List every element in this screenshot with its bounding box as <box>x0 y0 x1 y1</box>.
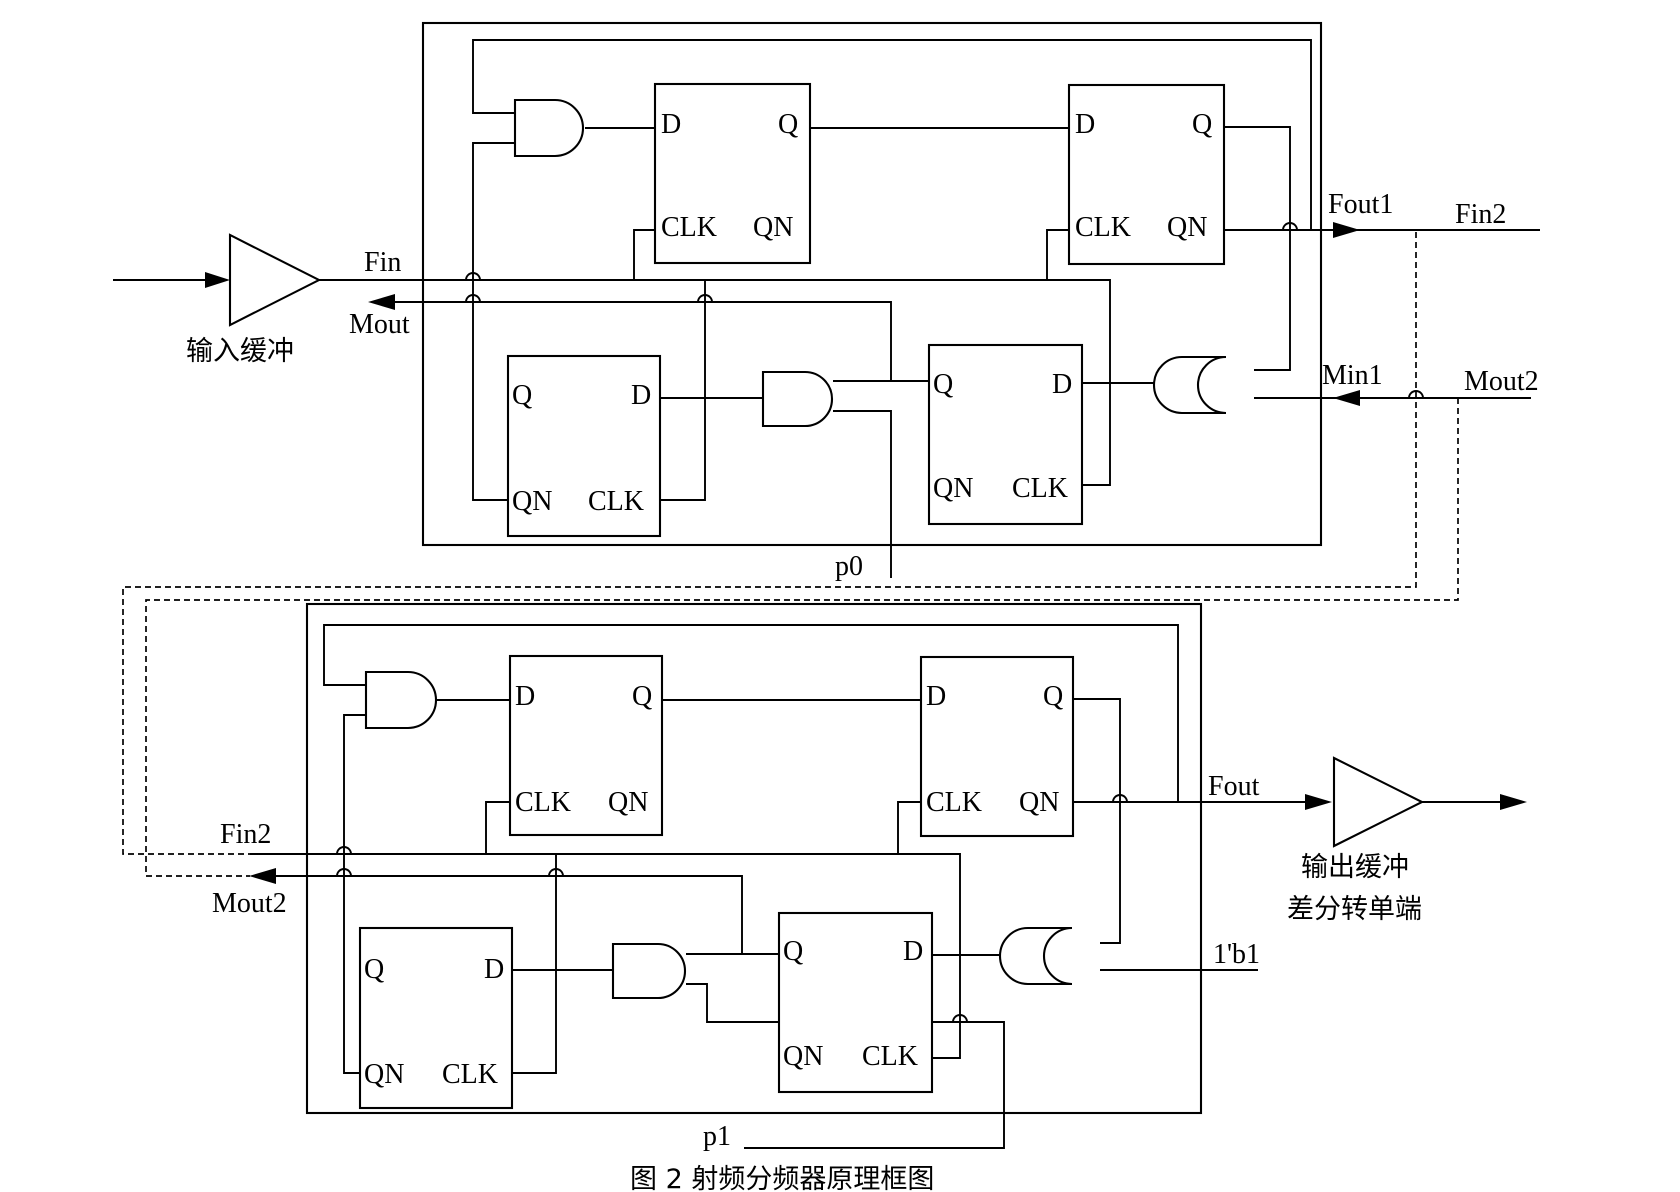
flipflop-top-2: D Q CLK QN <box>1067 83 1226 266</box>
divider-stage-top: D Q CLK QN D Q CLK QN Q D QN CLK Q D QN … <box>319 21 1540 582</box>
label-output-buffer: 输出缓冲 <box>1301 852 1409 883</box>
ff-clk-pin: CLK <box>588 486 644 517</box>
ff-qn-pin: QN <box>364 1059 404 1090</box>
ff-q-pin: Q <box>364 954 384 985</box>
fout-arrow <box>1305 794 1332 810</box>
and-gate-bottom-middle <box>611 942 687 1000</box>
ff-q-pin: Q <box>783 936 803 967</box>
and-gate-middle <box>761 370 834 428</box>
figure-caption: 图 2 射频分频器原理框图 <box>630 1164 934 1192</box>
stage-bottom-frame <box>305 602 1203 1115</box>
and-gate-right <box>1152 355 1227 415</box>
label-mout: Mout <box>349 309 410 340</box>
label-input-buffer: 输入缓冲 <box>186 336 294 367</box>
ff-d-pin: D <box>661 109 681 140</box>
ff-clk-pin: CLK <box>442 1059 498 1090</box>
ff-clk-pin: CLK <box>926 787 982 818</box>
ff-q-pin: Q <box>933 369 953 400</box>
stage-top-wires <box>319 39 1540 578</box>
label-1b1: 1'b1 <box>1213 939 1260 970</box>
divider-stage-bottom: D Q CLK QN D Q CLK QN Q D QN CLK Q D QN … <box>212 602 1332 1152</box>
label-min1: Min1 <box>1322 360 1383 391</box>
flipflop-bottom-1: D Q CLK QN <box>508 654 664 837</box>
ff-q-pin: Q <box>1043 681 1063 712</box>
label-fin: Fin <box>364 247 401 278</box>
ff-d-pin: D <box>1075 109 1095 140</box>
stage-top-frame <box>421 21 1323 547</box>
label-fin2-bottom: Fin2 <box>220 819 271 850</box>
and-gate-bottom-right <box>998 926 1073 986</box>
ff-q-pin: Q <box>632 681 652 712</box>
label-fout1: Fout1 <box>1328 189 1393 220</box>
ff-q-pin: Q <box>512 380 532 411</box>
ff-d-pin: D <box>484 954 504 985</box>
flipflop-bottom-4: Q D QN CLK <box>777 911 934 1094</box>
ff-q-pin: Q <box>1192 109 1212 140</box>
dashed-links <box>122 232 1459 877</box>
ff-d-pin: D <box>903 936 923 967</box>
flipflop-top-3: Q D QN CLK <box>506 354 662 538</box>
ff-clk-pin: CLK <box>515 787 571 818</box>
input-buffer: 输入缓冲 <box>113 233 322 367</box>
ff-d-pin: D <box>515 681 535 712</box>
ff-clk-pin: CLK <box>862 1041 918 1072</box>
mout-arrow <box>368 294 395 310</box>
label-fin2-top: Fin2 <box>1455 199 1506 230</box>
and-gate-top-left <box>513 98 585 158</box>
ff-qn-pin: QN <box>1019 787 1059 818</box>
ff-q-pin: Q <box>778 109 798 140</box>
ff-qn-pin: QN <box>933 473 973 504</box>
ff-qn-pin: QN <box>1167 212 1207 243</box>
ff-clk-pin: CLK <box>1012 473 1068 504</box>
label-p0: p0 <box>835 551 863 582</box>
flipflop-top-1: D Q CLK QN <box>653 82 812 265</box>
ff-d-pin: D <box>1052 369 1072 400</box>
label-p1: p1 <box>703 1121 731 1152</box>
ff-clk-pin: CLK <box>1075 212 1131 243</box>
ff-d-pin: D <box>631 380 651 411</box>
flipflop-top-4: Q D QN CLK <box>927 343 1084 526</box>
flipflop-bottom-2: D Q CLK QN <box>919 655 1075 838</box>
and-gate-bottom-left <box>364 670 438 730</box>
min1-arrow <box>1333 390 1360 406</box>
label-fout: Fout <box>1208 771 1260 802</box>
fout1-arrow <box>1333 222 1360 238</box>
ff-qn-pin: QN <box>512 486 552 517</box>
output-buffer: 输出缓冲 差分转单端 <box>1287 756 1527 925</box>
label-mout2-top: Mout2 <box>1464 366 1539 397</box>
ff-clk-pin: CLK <box>661 212 717 243</box>
ff-qn-pin: QN <box>608 787 648 818</box>
label-diff-to-single: 差分转单端 <box>1287 894 1422 925</box>
ff-qn-pin: QN <box>783 1041 823 1072</box>
label-mout2-bottom: Mout2 <box>212 888 287 919</box>
flipflop-bottom-3: Q D QN CLK <box>358 926 514 1110</box>
ff-d-pin: D <box>926 681 946 712</box>
ff-qn-pin: QN <box>753 212 793 243</box>
mout2-arrow <box>249 868 276 884</box>
